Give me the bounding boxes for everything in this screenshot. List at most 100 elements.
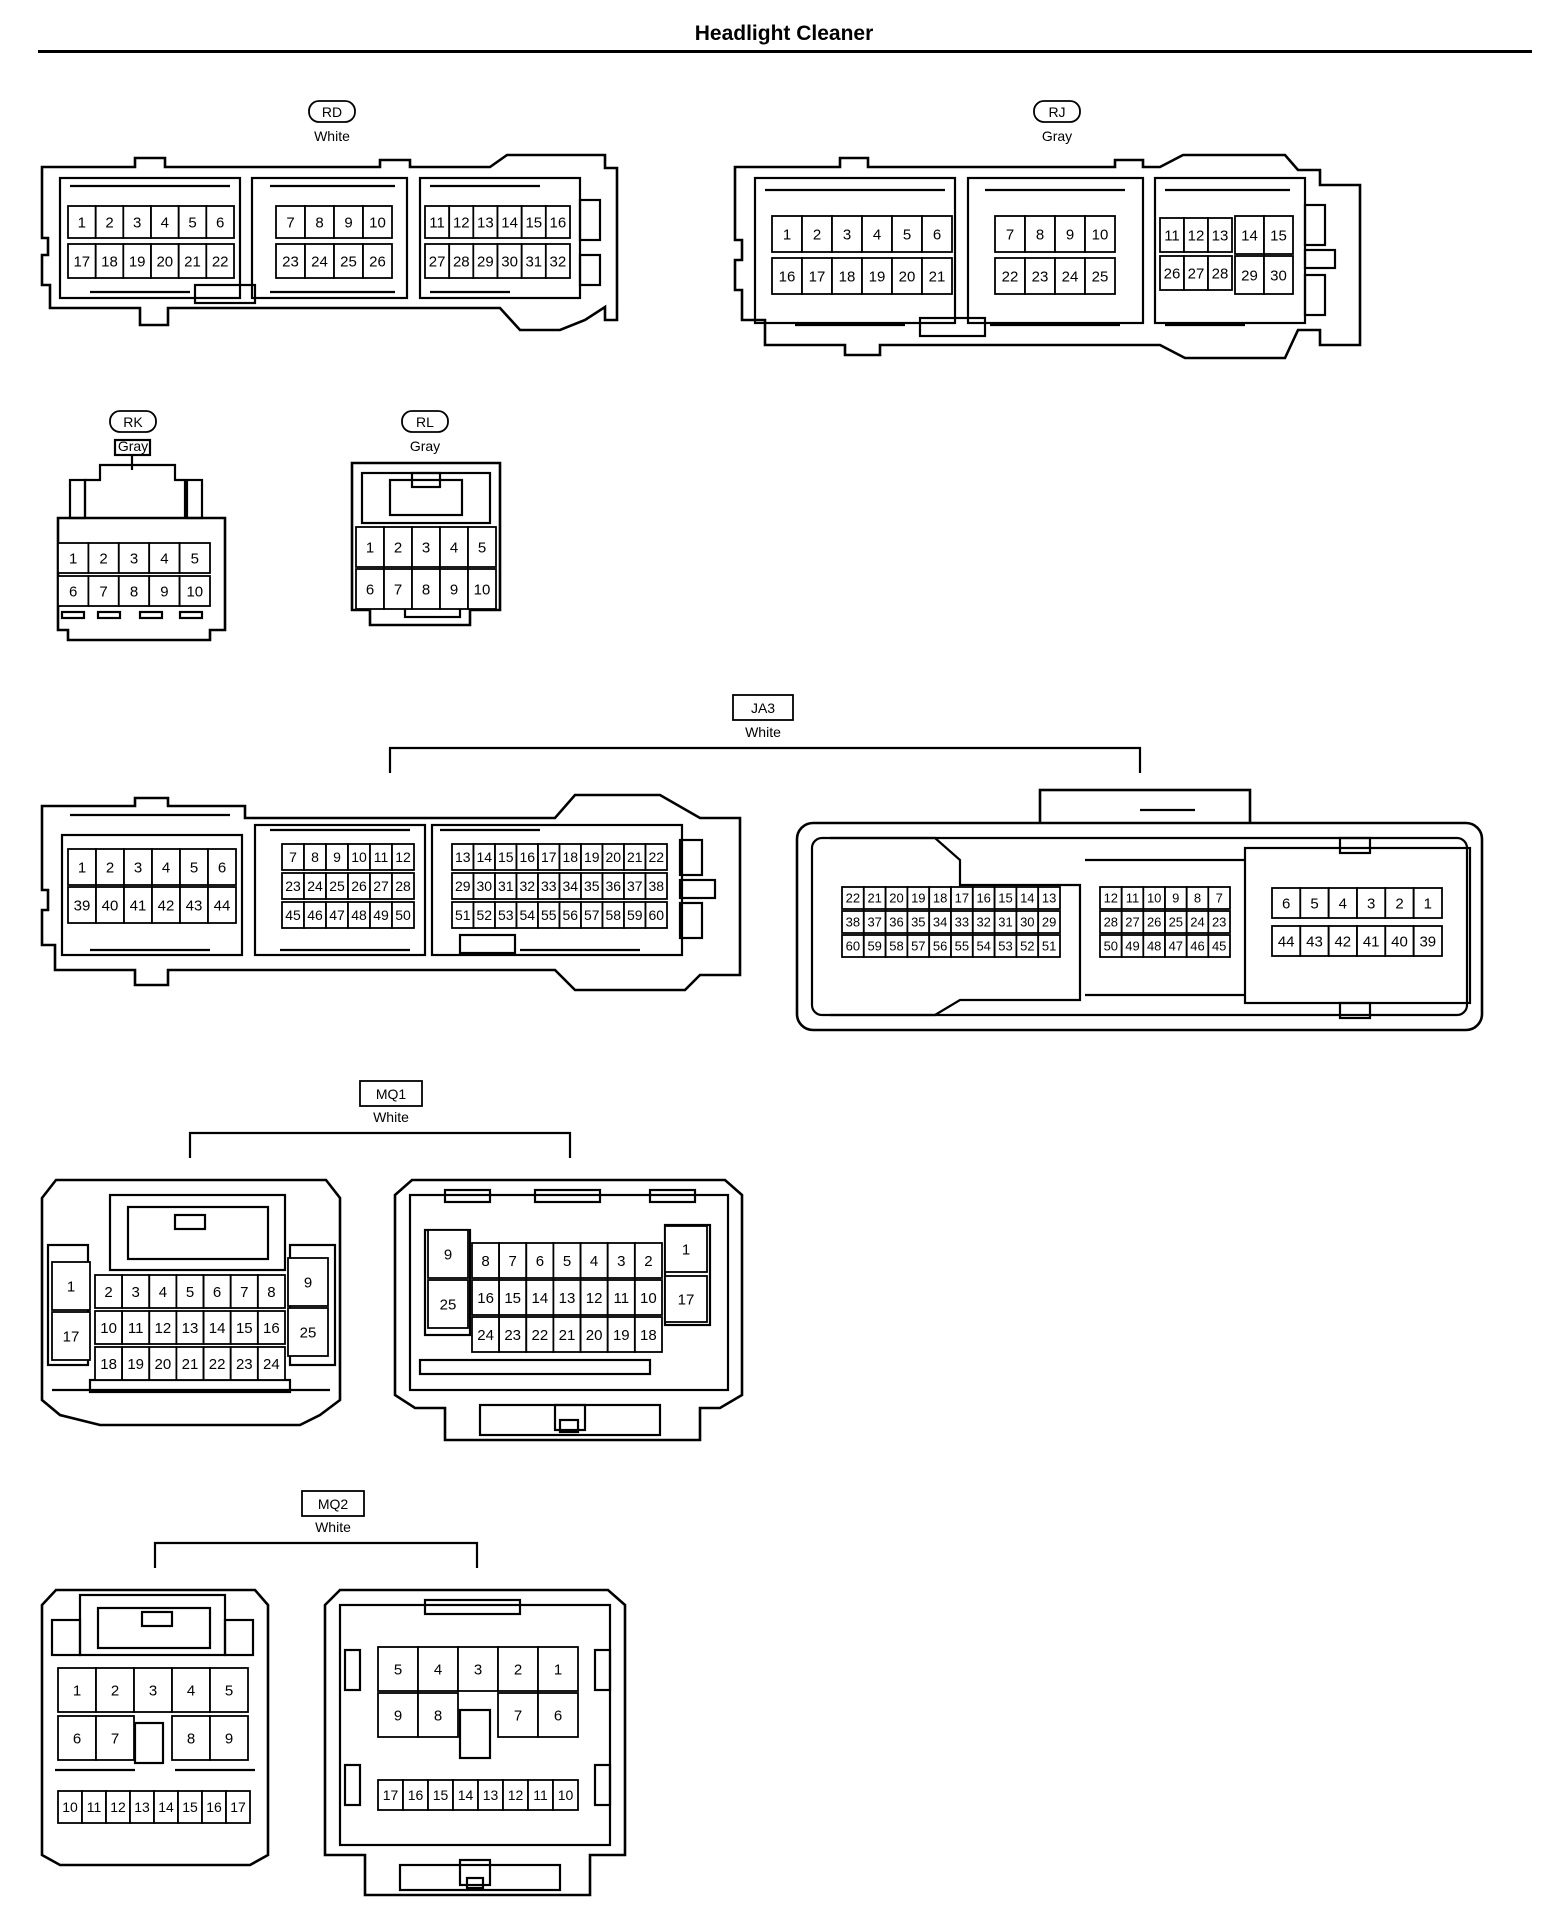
- cavity-number: 60: [649, 907, 665, 923]
- cavity-number: 60: [846, 939, 860, 954]
- cavity-number: 8: [434, 1707, 442, 1724]
- cavity-number: 1: [783, 226, 791, 243]
- cavity-cell: [51, 1261, 91, 1311]
- cavity-cell: [1299, 887, 1330, 919]
- cavity-number: 50: [395, 907, 411, 923]
- cavity-cell: [527, 1779, 554, 1811]
- cavity-number: 16: [206, 1799, 222, 1815]
- cavity-number: 33: [541, 878, 557, 894]
- cavity-cell: [579, 1279, 609, 1316]
- cavity-cell: [229, 1310, 259, 1345]
- cavity-number: 26: [351, 878, 367, 894]
- cavity-cell: [1207, 255, 1233, 291]
- cavity-number: 4: [162, 859, 170, 876]
- cavity-cell: [994, 215, 1026, 253]
- cavity-number: 15: [998, 891, 1012, 906]
- cavity-cell: [209, 1715, 249, 1761]
- cavity-cell: [477, 1779, 504, 1811]
- cavity-cell: [177, 243, 208, 279]
- cavity-number: 10: [474, 581, 491, 598]
- cavity-number: 50: [1104, 939, 1118, 954]
- cavity-number: 36: [606, 878, 622, 894]
- cavity-cell: [391, 843, 415, 871]
- cavity-cell: [177, 205, 208, 239]
- cavity-cell: [1159, 255, 1185, 291]
- cavity-cell: [1234, 215, 1265, 255]
- cavity-number: 16: [550, 214, 567, 231]
- cavity-number: 8: [187, 1730, 195, 1747]
- cavity-cell: [1037, 886, 1061, 910]
- cavity-number: 59: [627, 907, 643, 923]
- cavity-number: 22: [209, 1356, 226, 1373]
- cavity-cell: [544, 243, 571, 279]
- cavity-number: 11: [429, 214, 445, 231]
- cavity-number: 46: [307, 907, 323, 923]
- cavity-cell: [644, 872, 668, 900]
- cavity-number: 1: [78, 214, 86, 231]
- cavity-number: 9: [450, 581, 458, 598]
- cavity-number: 15: [525, 214, 542, 231]
- cavity-number: 4: [873, 226, 881, 243]
- cavity-number: 19: [869, 268, 886, 285]
- cavity-cell: [634, 1242, 663, 1279]
- connector-color-mq2: White: [315, 1519, 351, 1535]
- cavity-number: 18: [100, 1356, 117, 1373]
- cavity-number: 1: [682, 1241, 690, 1258]
- cavity-number: 22: [649, 849, 665, 865]
- cavity-number: 9: [1066, 226, 1074, 243]
- cavity-cell: [287, 1307, 329, 1357]
- cavity-number: 19: [129, 253, 146, 270]
- cavity-number: 2: [1395, 895, 1403, 912]
- cavity-cell: [121, 1346, 151, 1381]
- cavity-cell: [1207, 910, 1231, 934]
- cavity-number: 53: [998, 939, 1012, 954]
- cavity-number: 16: [477, 1290, 494, 1307]
- cavity-number: 35: [584, 878, 600, 894]
- cavity-cell: [179, 886, 209, 924]
- cavity-number: 7: [111, 1730, 119, 1747]
- cavity-cell: [606, 1279, 636, 1316]
- cavity-cell: [150, 205, 180, 239]
- cavity-cell: [467, 568, 497, 610]
- cavity-number: 30: [1270, 267, 1287, 284]
- cavity-number: 10: [62, 1799, 78, 1815]
- cavity-number: 5: [478, 539, 486, 556]
- cavity-number: 22: [212, 253, 229, 270]
- cavity-number: 12: [110, 1799, 126, 1815]
- cavity-cell: [1084, 257, 1116, 295]
- cavity-number: 8: [1036, 226, 1044, 243]
- cavity-number: 7: [286, 214, 294, 231]
- cavity-number: 31: [998, 915, 1012, 930]
- cavity-number: 21: [867, 891, 881, 906]
- cavity-number: 54: [520, 907, 536, 923]
- cavity-number: 27: [1188, 265, 1205, 282]
- cavity-cell: [148, 1274, 178, 1309]
- cavity-cell: [67, 243, 97, 279]
- cavity-cell: [202, 1274, 232, 1309]
- cavity-cell: [452, 1779, 479, 1811]
- cavity-number: 57: [584, 907, 600, 923]
- cavity-number: 14: [158, 1799, 174, 1815]
- cavity-number: 48: [351, 907, 367, 923]
- cavity-number: 7: [1006, 226, 1014, 243]
- cavity-number: 44: [1278, 933, 1295, 950]
- cavity-number: 13: [559, 1290, 576, 1307]
- cavity-number: 5: [1310, 895, 1318, 912]
- cavity-number: 58: [889, 939, 903, 954]
- cavity-cell: [67, 886, 97, 924]
- cavity-cell: [122, 243, 152, 279]
- cavity-cell: [57, 1667, 97, 1713]
- cavity-number: 16: [408, 1787, 424, 1803]
- cavity-cell: [57, 1790, 83, 1824]
- cavity-number: 29: [1042, 915, 1056, 930]
- cavity-number: 26: [1147, 915, 1161, 930]
- cavity-number: 57: [911, 939, 925, 954]
- cavity-cell: [123, 886, 153, 924]
- cavity-cell: [148, 1346, 178, 1381]
- cavity-cell: [1263, 255, 1294, 295]
- connector-color-ja3: White: [745, 724, 781, 740]
- cavity-number: 17: [73, 253, 90, 270]
- cavity-number: 5: [190, 859, 198, 876]
- title-rule: [38, 50, 1532, 53]
- cavity-number: 17: [383, 1787, 399, 1803]
